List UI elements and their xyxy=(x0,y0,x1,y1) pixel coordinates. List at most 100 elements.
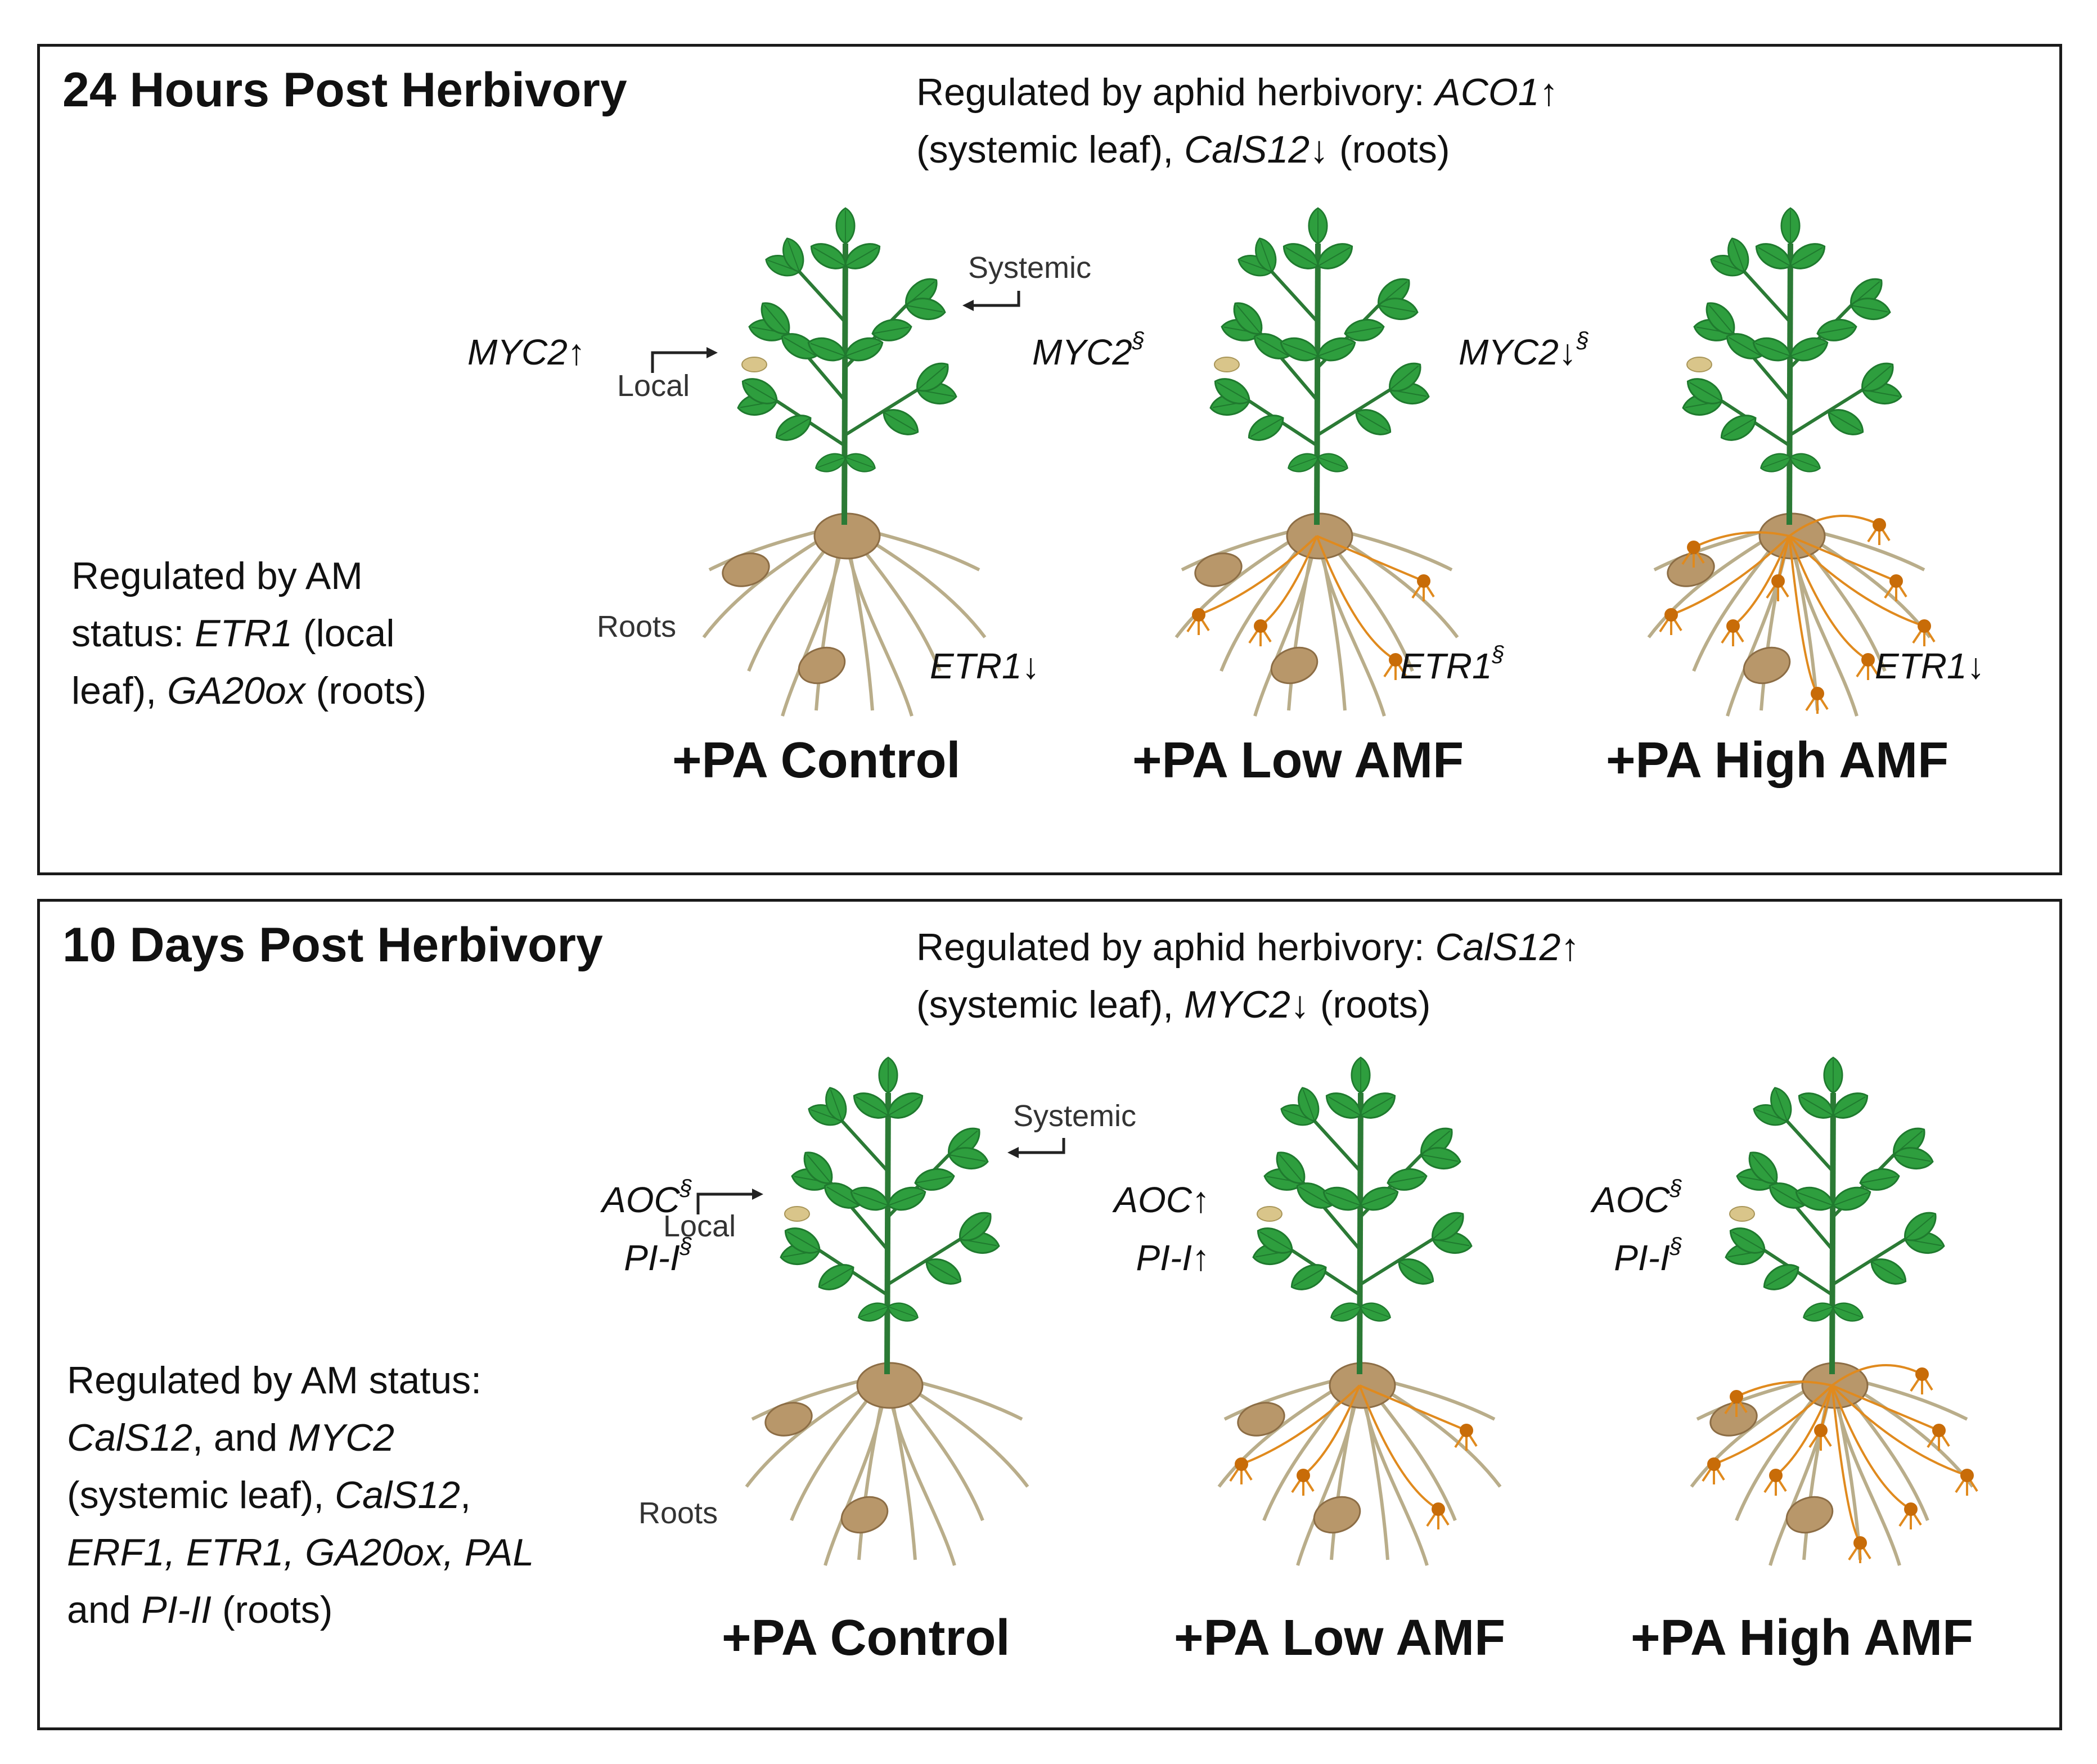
leaf xyxy=(1214,378,1250,404)
amf-spore xyxy=(1960,1469,1974,1482)
leaf xyxy=(916,362,949,392)
leaf xyxy=(1296,1182,1333,1209)
treatment-high-amf-label: +PA High AMF xyxy=(1631,1610,1974,1666)
leaf xyxy=(1355,409,1392,435)
tuber xyxy=(1313,1496,1361,1534)
leaf xyxy=(1861,362,1894,392)
leaf xyxy=(844,243,881,269)
leaf xyxy=(803,1151,833,1184)
leaf xyxy=(1378,298,1419,321)
panel-24-hours: 24 Hours Post Herbivory Regulated by aph… xyxy=(37,44,2062,875)
local-arrow-icon xyxy=(696,1189,763,1214)
etr1-control-label: ETR1↓ xyxy=(930,646,1040,686)
leaf xyxy=(1351,1056,1371,1094)
am-status-note: Regulated by AM status: ETR1 (local leaf… xyxy=(71,555,427,712)
leaf xyxy=(1803,1302,1834,1322)
aphid-icon xyxy=(1729,1206,1755,1222)
leaf xyxy=(807,337,847,362)
leaf xyxy=(1816,318,1857,341)
amf-spore xyxy=(1889,574,1903,588)
amf-spore xyxy=(1873,518,1886,532)
aoc-pi-high-amf-label: AOC§ PI-I§ xyxy=(1592,1176,1682,1278)
leaf xyxy=(844,453,876,472)
amf-spore xyxy=(1769,1469,1783,1482)
plant-low-amf-illustration xyxy=(1217,1056,1502,1566)
up-arrow-icon: ↑ xyxy=(1539,71,1559,114)
leaf xyxy=(887,1302,919,1322)
leaf xyxy=(1298,1087,1320,1122)
treatment-high-amf-label: +PA High AMF xyxy=(1606,732,1949,789)
leaf xyxy=(1798,1092,1834,1119)
leaf xyxy=(878,1056,898,1094)
leaf xyxy=(887,1092,924,1119)
leaf xyxy=(1255,237,1277,273)
stem xyxy=(842,243,848,525)
leaf xyxy=(1317,453,1348,472)
leaf xyxy=(784,1227,821,1254)
amf-hypha xyxy=(1671,535,1790,616)
leaf xyxy=(853,1092,889,1119)
amf-spore xyxy=(1297,1469,1310,1482)
amf-hypha xyxy=(1788,535,1925,627)
leaf xyxy=(1344,318,1385,341)
panel-10-days: 10 Days Post Herbivory Regulated by aphi… xyxy=(37,899,2062,1730)
amf-hypha xyxy=(1713,1384,1833,1465)
panel-title: 10 Days Post Herbivory xyxy=(62,918,603,972)
leaf xyxy=(1832,1092,1869,1119)
aphid-icon xyxy=(784,1206,810,1222)
amf-spore xyxy=(1235,1457,1248,1471)
leaf xyxy=(1828,409,1864,435)
amf-spore xyxy=(1918,619,1931,633)
leaf xyxy=(1789,337,1829,362)
leaf xyxy=(1780,207,1801,245)
leaf xyxy=(871,318,912,341)
amf-spore xyxy=(1192,608,1205,622)
leaf xyxy=(1257,1227,1293,1254)
amf-hypha xyxy=(1736,1380,1833,1398)
amf-hypha xyxy=(1788,515,1880,537)
leaf xyxy=(1308,207,1328,245)
leaf xyxy=(1360,1302,1391,1322)
leaf xyxy=(1870,1258,1907,1285)
amf-hypha xyxy=(1789,535,1897,582)
leaf xyxy=(815,453,847,472)
leaf xyxy=(905,298,946,321)
leaf xyxy=(844,337,884,362)
aphid-regulation-note: Regulated by aphid herbivory: CalS12↑ (s… xyxy=(916,926,1580,1026)
plant-control-illustration xyxy=(702,207,987,717)
etr1-high-amf-label: ETR1↓ xyxy=(1875,646,1985,686)
amf-hypha xyxy=(1831,1364,1923,1387)
leaf xyxy=(810,243,847,269)
tuber xyxy=(1785,1496,1834,1534)
leaf xyxy=(1748,1151,1778,1184)
leaf xyxy=(1325,1092,1362,1119)
amf-hypha xyxy=(1358,1385,1439,1510)
amf-spore xyxy=(1915,1367,1929,1381)
leaf xyxy=(782,237,804,273)
leaf xyxy=(1248,415,1284,441)
amf-spore xyxy=(1730,1390,1743,1403)
amf-spore xyxy=(1254,619,1267,633)
plant-control-illustration xyxy=(745,1056,1029,1566)
treatment-low-amf-label: +PA Low AMF xyxy=(1132,732,1464,789)
amf-spore xyxy=(1726,619,1740,633)
leaf xyxy=(1727,237,1749,273)
tuber xyxy=(1194,552,1243,587)
amf-hypha xyxy=(1831,1384,1968,1477)
amf-hypha xyxy=(1693,531,1790,548)
amf-spore xyxy=(1771,574,1785,588)
leaf xyxy=(1706,302,1735,335)
amf-hypha xyxy=(1831,1385,1861,1544)
leaf xyxy=(1317,243,1353,269)
leaf xyxy=(858,1302,889,1322)
myc2-high-amf-label: MYC2↓§ xyxy=(1459,328,1590,372)
stem xyxy=(1314,243,1321,525)
leaf xyxy=(1832,1186,1871,1211)
leaf xyxy=(1280,337,1319,362)
amf-spore xyxy=(1861,653,1875,667)
systemic-label: Systemic xyxy=(968,251,1092,285)
leaf xyxy=(887,1186,926,1211)
leaf xyxy=(1282,243,1319,269)
tuber xyxy=(1743,646,1791,685)
leaf xyxy=(1686,378,1723,404)
